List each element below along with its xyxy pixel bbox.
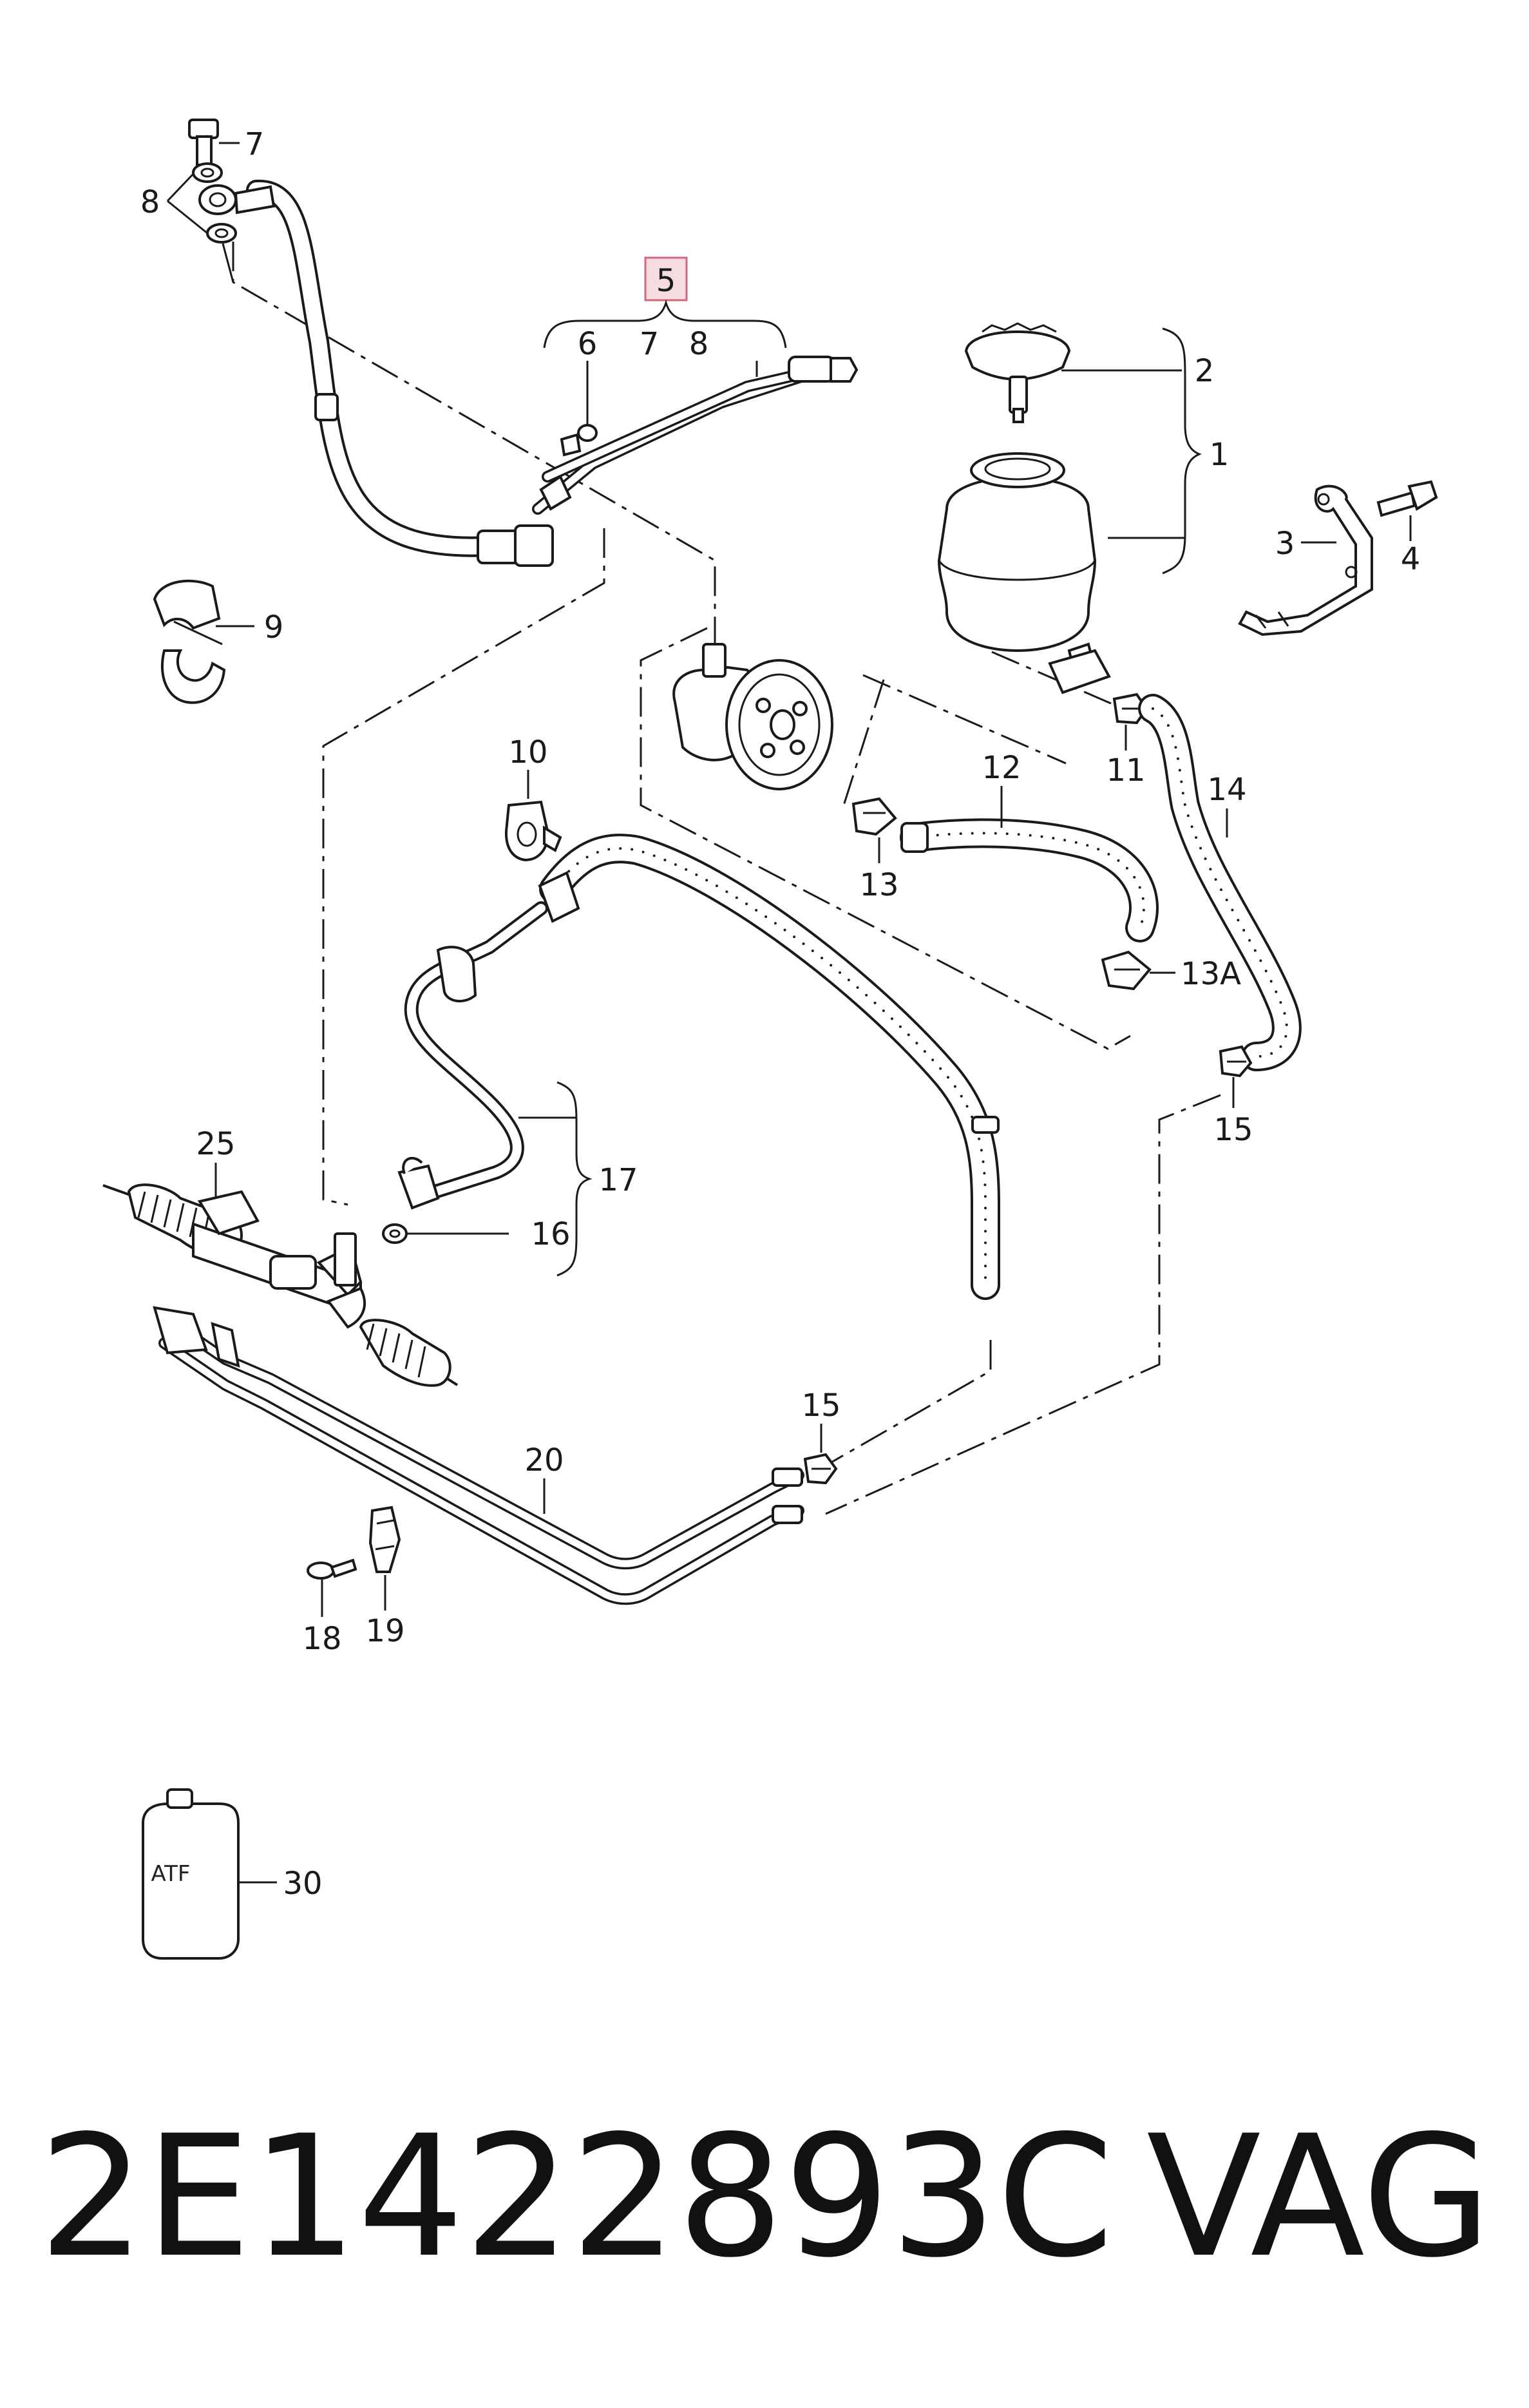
screw-18: [307, 1558, 357, 1580]
callout-8: 8: [689, 326, 709, 362]
callout-10: 10: [508, 734, 547, 770]
callout-3: 3: [1275, 526, 1295, 562]
clamp-15-upper: [1219, 1045, 1253, 1078]
callout-17: 17: [598, 1162, 638, 1198]
highlight-box: [644, 256, 688, 301]
brand-name: VAG: [1146, 2100, 1492, 2295]
hose-17-large: [538, 834, 1000, 1300]
callout-15-upper: 15: [1213, 1112, 1253, 1148]
atf-label: ATF: [151, 1861, 191, 1887]
callout-13a: 13A: [1181, 956, 1241, 992]
atf-container: ATF: [142, 1788, 240, 1960]
clamp-10: [504, 800, 562, 862]
bracket-17: [556, 1081, 593, 1277]
callout-13: 13: [859, 867, 898, 903]
callout-7: 7: [640, 326, 660, 362]
callout-14: 14: [1207, 772, 1246, 808]
callout-15-lower: 15: [801, 1388, 840, 1424]
callout-20: 20: [524, 1442, 564, 1478]
leader-8: [166, 173, 208, 234]
callout-4: 4: [1401, 541, 1421, 577]
pressure-hose-top: [188, 119, 554, 567]
assembly-guide-lines: [232, 242, 1221, 1515]
callout-25: 25: [196, 1126, 235, 1162]
pipe-17: [382, 901, 548, 1244]
reservoir: [937, 322, 1111, 694]
callout-19: 19: [365, 1613, 404, 1649]
hose-assembly-5: 5 7 8 6: [532, 256, 859, 515]
clamp-13a: [1101, 950, 1152, 991]
callout-2: 2: [1195, 353, 1215, 389]
power-steering-pump: [672, 643, 833, 790]
callout-12: 12: [982, 750, 1021, 786]
bolt-4: [1376, 480, 1438, 517]
callout-11: 11: [1106, 752, 1145, 788]
clip-19: [368, 1505, 401, 1573]
callout-30: 30: [283, 1866, 322, 1902]
callout-7-top: 7: [245, 126, 265, 162]
callout-8-top: 8: [140, 184, 160, 220]
callout-5: 5: [656, 263, 676, 299]
part-number: 2E1422893C: [39, 2100, 1114, 2295]
cooling-pipe-20: [153, 1306, 804, 1605]
callout-6: 6: [578, 326, 598, 362]
callout-1: 1: [1210, 437, 1230, 473]
bracket-1: [1162, 327, 1202, 575]
return-hose-12: [900, 818, 1159, 942]
callout-18: 18: [302, 1621, 341, 1657]
hose-14: [1138, 694, 1302, 1071]
clamp-13: [851, 797, 897, 836]
bracket-3: [1238, 484, 1373, 636]
clamp-15-lower: [803, 1453, 838, 1485]
callout-9: 9: [264, 609, 284, 645]
steering-rack: [102, 1183, 459, 1387]
clamp-9: [153, 579, 226, 704]
callout-16: 16: [531, 1216, 570, 1252]
